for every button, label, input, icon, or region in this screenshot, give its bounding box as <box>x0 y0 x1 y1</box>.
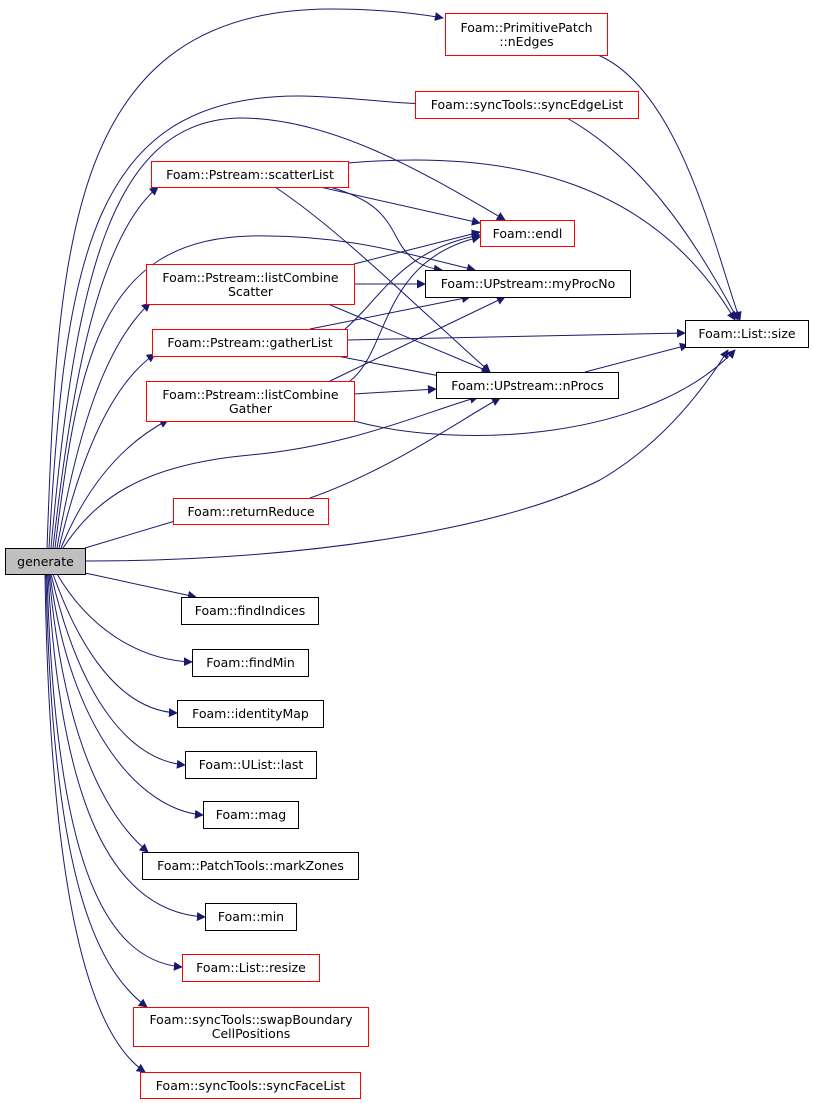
node-endl[interactable]: Foam::endl <box>480 220 575 247</box>
edge-generate-syncEdgeList <box>48 91 488 549</box>
edge-listCombineGather-myProcNo <box>329 296 506 382</box>
node-label: Foam::findMin <box>206 655 295 670</box>
node-label: Foam::PatchTools::markZones <box>157 858 344 873</box>
node-label: Foam::List::size <box>698 326 796 341</box>
edge-scatterList-endl <box>319 186 481 226</box>
node-pstream-gatherlist[interactable]: Foam::Pstream::gatherList <box>152 329 348 357</box>
node-label: Foam::min <box>217 909 285 924</box>
node-synctools-syncfacelist[interactable]: Foam::syncTools::syncFaceList <box>140 1072 361 1099</box>
edge-syncEdgeList-size <box>566 117 739 321</box>
node-returnreduce[interactable]: Foam::returnReduce <box>173 498 329 525</box>
node-label: Foam::Pstream::scatterList <box>166 166 334 182</box>
node-label: Foam::Pstream::listCombine <box>162 269 339 285</box>
edge-generate-swapBoundary <box>45 573 148 1008</box>
node-label: Foam::Pstream::gatherList <box>167 335 333 350</box>
node-label: ::nEdges <box>499 33 554 49</box>
node-upstream-myprocno[interactable]: Foam::UPstream::myProcNo <box>425 270 631 298</box>
edge-nEdges-size <box>597 54 742 321</box>
edge-gatherList-endl <box>344 232 481 330</box>
edge-generate-findIndices <box>84 572 197 600</box>
node-label: Gather <box>229 400 272 416</box>
edge-scatterList-myProcNo <box>329 186 443 274</box>
edge-generate-last <box>50 573 186 769</box>
node-label: Foam::syncTools::syncEdgeList <box>430 97 624 112</box>
edge-generate-min <box>47 573 206 922</box>
edge-generate-identityMap <box>52 573 178 718</box>
edge-generate-mag <box>49 573 204 819</box>
node-findindices[interactable]: Foam::findIndices <box>181 597 319 625</box>
node-findmin[interactable]: Foam::findMin <box>192 649 309 677</box>
node-list-resize[interactable]: Foam::List::resize <box>182 954 320 982</box>
edge-generate-syncFaceList <box>44 573 146 1073</box>
edge-returnReduce-nProcs <box>309 397 501 499</box>
edge-listCombineScatter-endl <box>353 229 481 265</box>
edge-listCombineGather-nProcs <box>353 385 437 395</box>
edge-generate-myProcNo <box>54 235 476 549</box>
node-label: Foam::PrimitivePatch <box>460 19 593 35</box>
node-patchtools-markzones[interactable]: Foam::PatchTools::markZones <box>142 852 359 880</box>
edge-gatherList-size <box>346 328 686 341</box>
edge-listCombineGather-endl <box>349 234 481 382</box>
node-label: Foam::syncTools::swapBoundary <box>149 1012 353 1027</box>
edge-generate-resize <box>46 573 183 971</box>
edge-generate-listCombineScatter <box>56 302 151 549</box>
node-ulist-last[interactable]: Foam::UList::last <box>185 751 317 779</box>
node-label: Foam::UPstream::myProcNo <box>440 276 616 291</box>
node-label: Foam::syncTools::syncFaceList <box>155 1077 346 1093</box>
edge-generate-markZones <box>48 573 149 853</box>
edge-listCombineGather-size <box>353 349 736 436</box>
node-label: Foam::identityMap <box>192 706 309 721</box>
edge-gatherList-nProcs <box>336 355 446 380</box>
edge-generate-nProcs <box>62 394 479 549</box>
edge-scatterList-size <box>347 159 736 321</box>
edge-nProcs-size <box>584 342 689 373</box>
edge-generate-gatherList <box>58 353 156 549</box>
edge-scatterList-nProcs <box>274 186 491 373</box>
node-label: CellPositions <box>211 1026 291 1041</box>
node-label: generate <box>17 553 74 569</box>
node-label: Foam::Pstream::listCombine <box>162 386 339 402</box>
node-label: Foam::returnReduce <box>187 503 315 519</box>
node-primitivepatch-nedges[interactable]: Foam::PrimitivePatch::nEdges <box>445 13 608 56</box>
edge-generate-findMin <box>56 573 193 667</box>
node-label: Scatter <box>227 283 274 299</box>
node-min[interactable]: Foam::min <box>205 903 297 931</box>
node-mag[interactable]: Foam::mag <box>203 801 299 829</box>
edge-generate-nEdges <box>46 8 444 549</box>
node-label: Foam::endl <box>492 225 563 241</box>
node-synctools-syncedgelist[interactable]: Foam::syncTools::syncEdgeList <box>415 91 639 119</box>
edge-gatherList-myProcNo <box>309 294 471 330</box>
node-list-size[interactable]: Foam::List::size <box>685 320 809 348</box>
node-label: Foam::mag <box>215 807 287 822</box>
node-upstream-nprocs[interactable]: Foam::UPstream::nProcs <box>436 372 619 399</box>
node-label: Foam::List::resize <box>196 960 306 975</box>
edge-generate-size <box>84 349 729 562</box>
node-label: Foam::UPstream::nProcs <box>451 377 604 393</box>
edge-generate-scatterList <box>52 186 159 549</box>
edge-generate-endl <box>50 117 506 549</box>
node-generate: generate <box>5 548 86 575</box>
node-identitymap[interactable]: Foam::identityMap <box>177 700 324 728</box>
edge-listCombineScatter-nProcs <box>327 303 491 374</box>
node-label: Foam::UList::last <box>198 757 304 772</box>
node-pstream-scatterlist[interactable]: Foam::Pstream::scatterList <box>151 161 349 188</box>
edge-generate-listCombineGather <box>60 419 169 549</box>
node-label: Foam::findIndices <box>194 603 306 618</box>
